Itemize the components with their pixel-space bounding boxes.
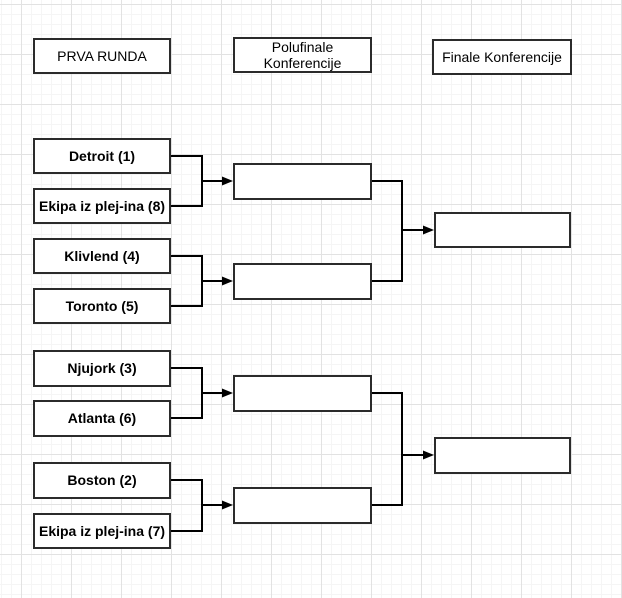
team-box-detroit[interactable]: Detroit (1) <box>33 138 171 174</box>
arrowhead-icon[interactable] <box>423 450 434 460</box>
arrowhead-icon[interactable] <box>222 500 233 510</box>
semifinal-slot-1[interactable] <box>233 163 372 200</box>
team-box-plejin-8[interactable]: Ekipa iz plej-ina (8) <box>33 188 171 224</box>
semifinal-slot-4[interactable] <box>233 487 372 524</box>
connector-line[interactable] <box>372 392 403 506</box>
team-box-boston[interactable]: Boston (2) <box>33 462 171 499</box>
team-label: Njujork (3) <box>67 360 137 377</box>
team-label: Ekipa iz plej-ina (8) <box>38 197 166 214</box>
semifinal-slot-3[interactable] <box>233 375 372 412</box>
header-box-prva-runda[interactable]: PRVA RUNDA <box>33 38 171 74</box>
connector-line[interactable] <box>171 255 203 307</box>
team-label: Klivlend (4) <box>64 247 140 264</box>
final-slot-2[interactable] <box>434 437 571 474</box>
header-polufinale-label: Polufinale Konferencije <box>263 38 342 71</box>
team-box-toronto[interactable]: Toronto (5) <box>33 288 171 324</box>
arrowhead-icon[interactable] <box>222 276 233 286</box>
connector-line[interactable] <box>171 479 203 532</box>
semifinal-slot-2[interactable] <box>233 263 372 300</box>
team-label: Atlanta (6) <box>67 410 137 427</box>
connector-pair-njujork-atlanta[interactable] <box>171 367 233 419</box>
header-box-finale[interactable]: Finale Konferencije <box>432 39 572 75</box>
team-box-atlanta[interactable]: Atlanta (6) <box>33 400 171 437</box>
team-box-klivlend[interactable]: Klivlend (4) <box>33 238 171 274</box>
arrowhead-icon[interactable] <box>222 388 233 398</box>
connector-pair-detroit-plejin8[interactable] <box>171 155 233 207</box>
header-finale-label: Finale Konferencije <box>442 48 562 65</box>
header-box-polufinale[interactable]: Polufinale Konferencije <box>233 37 372 73</box>
team-label: Ekipa iz plej-ina (7) <box>38 522 166 539</box>
connector-line[interactable] <box>372 180 403 282</box>
connector-pair-klivlend-toronto[interactable] <box>171 255 233 307</box>
team-box-njujork[interactable]: Njujork (3) <box>33 350 171 387</box>
connector-line[interactable] <box>171 367 203 419</box>
connector-semis-to-final-top[interactable] <box>372 180 434 282</box>
team-label: Boston (2) <box>67 472 137 489</box>
connector-semis-to-final-bottom[interactable] <box>372 392 434 506</box>
team-box-plejin-7[interactable]: Ekipa iz plej-ina (7) <box>33 513 171 549</box>
team-label: Detroit (1) <box>68 147 136 164</box>
final-slot-1[interactable] <box>434 212 571 248</box>
team-label: Toronto (5) <box>65 297 139 314</box>
arrowhead-icon[interactable] <box>423 225 434 235</box>
arrowhead-icon[interactable] <box>222 176 233 186</box>
connector-pair-boston-plejin7[interactable] <box>171 479 233 532</box>
header-prva-runda-label: PRVA RUNDA <box>57 47 147 64</box>
connector-line[interactable] <box>171 155 203 207</box>
